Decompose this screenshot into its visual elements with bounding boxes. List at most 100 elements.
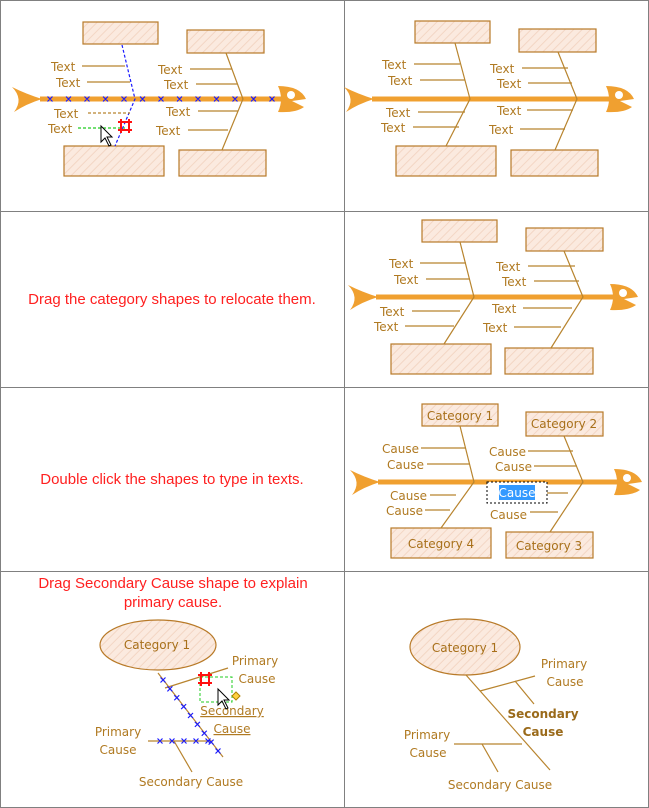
text-label[interactable]: Text [379, 305, 405, 319]
text-label[interactable]: Text [393, 273, 419, 287]
category-shape[interactable] [421, 219, 498, 243]
text-label[interactable]: Text [380, 121, 406, 135]
secondary-bone[interactable] [481, 743, 499, 773]
text-label[interactable]: Text [381, 58, 407, 72]
primary-cause-label[interactable]: Primary [404, 728, 450, 742]
text-label[interactable]: Text [495, 260, 521, 274]
mouse-cursor-icon [100, 124, 114, 147]
primary-cause-label[interactable]: Primary [541, 657, 587, 671]
category-label[interactable]: Category 1 [427, 409, 493, 423]
category-bone[interactable] [465, 674, 551, 771]
text-label[interactable]: Text [165, 105, 191, 119]
category-shape[interactable] [395, 145, 497, 177]
text-label[interactable]: Text [491, 302, 517, 316]
category-3-shape[interactable] [505, 531, 594, 559]
instruction-text: Drag Secondary Cause shape to explain [38, 575, 307, 592]
cause-label[interactable]: Cause [382, 442, 419, 456]
category-4-shape[interactable] [390, 527, 492, 559]
text-label[interactable]: Text [489, 62, 515, 76]
connection-point-icon [198, 672, 212, 686]
text-label[interactable]: Text [482, 321, 508, 335]
fish-tail [350, 470, 380, 495]
category-label[interactable]: Category 4 [408, 537, 474, 551]
category-shape[interactable] [414, 20, 491, 44]
category-label[interactable]: Category 1 [432, 641, 498, 655]
text-label[interactable]: Text [488, 123, 514, 137]
category-shape[interactable] [63, 145, 165, 177]
category-2-shape[interactable] [525, 411, 604, 437]
text-label-dragging[interactable]: Text [47, 122, 73, 136]
primary-cause-label[interactable]: Cause [239, 672, 276, 686]
text-label[interactable]: Text [387, 74, 413, 88]
control-handle[interactable] [231, 691, 241, 701]
primary-cause-label[interactable]: Cause [410, 746, 447, 760]
selection-markers [47, 96, 275, 102]
panel-4-fishbone-relocated[interactable]: Text Text Text Text Text Text Text Text [348, 219, 638, 375]
secondary-cause-dragging[interactable]: Secondary [200, 704, 264, 718]
text-label[interactable]: Text [163, 78, 189, 92]
secondary-cause-label[interactable]: Cause [523, 725, 564, 739]
category-shape[interactable] [504, 347, 594, 375]
panel-1-fishbone-editing[interactable]: Text Text Text Text Text Text Text Text [12, 21, 306, 177]
category-shape[interactable] [178, 149, 267, 177]
cause-label[interactable]: Cause [490, 508, 527, 522]
primary-cause-label[interactable]: Cause [100, 743, 137, 757]
panel-7-secondary-cause-drag[interactable]: Drag Secondary Cause shape to explain pr… [38, 575, 307, 789]
primary-cause-label[interactable]: Primary [95, 725, 141, 739]
category-shape[interactable] [518, 28, 597, 53]
panel-6-fishbone-with-text[interactable]: Category 1 Category 2 Category 3 Categor… [350, 403, 642, 559]
secondary-bone[interactable] [514, 680, 535, 705]
text-label[interactable]: Text [155, 124, 181, 138]
secondary-cause-label[interactable]: Secondary [507, 707, 578, 721]
secondary-bone[interactable] [173, 740, 193, 773]
category-label[interactable]: Category 3 [516, 539, 582, 553]
secondary-cause-dragging[interactable]: Cause [214, 722, 251, 736]
cause-label[interactable]: Cause [386, 504, 423, 518]
cause-label[interactable]: Cause [390, 489, 427, 503]
instruction-text: Drag the category shapes to relocate the… [28, 291, 316, 308]
category-shape[interactable] [409, 618, 521, 676]
text-label[interactable]: Text [388, 257, 414, 271]
selected-cause-text[interactable]: Cause [499, 486, 536, 500]
selection-markers [160, 677, 221, 754]
primary-bone[interactable] [164, 667, 229, 689]
cause-text-editor[interactable]: Cause [486, 481, 548, 504]
cause-label[interactable]: Cause [495, 460, 532, 474]
text-label[interactable]: Text [53, 107, 79, 121]
cause-label[interactable]: Cause [489, 445, 526, 459]
text-label[interactable]: Text [501, 275, 527, 289]
text-label[interactable]: Text [496, 104, 522, 118]
text-label[interactable]: Text [55, 76, 81, 90]
connection-point-icon [118, 119, 132, 133]
primary-cause-label[interactable]: Cause [547, 675, 584, 689]
fish-head [610, 284, 638, 311]
fish-head [606, 86, 634, 113]
category-label[interactable]: Category 2 [531, 417, 597, 431]
selection-markers [157, 738, 211, 744]
instruction-text: primary cause. [124, 594, 222, 611]
fish-head [614, 469, 642, 496]
text-label[interactable]: Text [373, 320, 399, 334]
category-shape[interactable] [390, 343, 492, 375]
category-shape[interactable] [186, 29, 265, 54]
cause-label[interactable]: Cause [387, 458, 424, 472]
primary-bone[interactable] [479, 675, 536, 692]
panel-2-fishbone[interactable]: Text Text Text Text Text Text Text Text [344, 20, 634, 177]
category-shape[interactable] [510, 149, 599, 177]
text-label[interactable]: Text [50, 60, 76, 74]
text-label[interactable]: Text [385, 106, 411, 120]
text-label[interactable]: Text [496, 77, 522, 91]
category-shape[interactable] [99, 619, 217, 671]
secondary-cause-label[interactable]: Secondary Cause [448, 778, 552, 792]
mouse-cursor-icon [217, 687, 231, 710]
category-shape[interactable] [82, 21, 159, 45]
category-shape[interactable] [525, 227, 604, 252]
text-label[interactable]: Text [157, 63, 183, 77]
selected-bone[interactable] [114, 44, 136, 147]
secondary-cause-label[interactable]: Secondary Cause [139, 775, 243, 789]
primary-cause-label[interactable]: Primary [232, 654, 278, 668]
bone[interactable] [221, 52, 244, 151]
panel-8-secondary-cause-result[interactable]: Category 1 Primary Cause Secondary Cause… [404, 618, 587, 792]
category-label[interactable]: Category 1 [124, 638, 190, 652]
